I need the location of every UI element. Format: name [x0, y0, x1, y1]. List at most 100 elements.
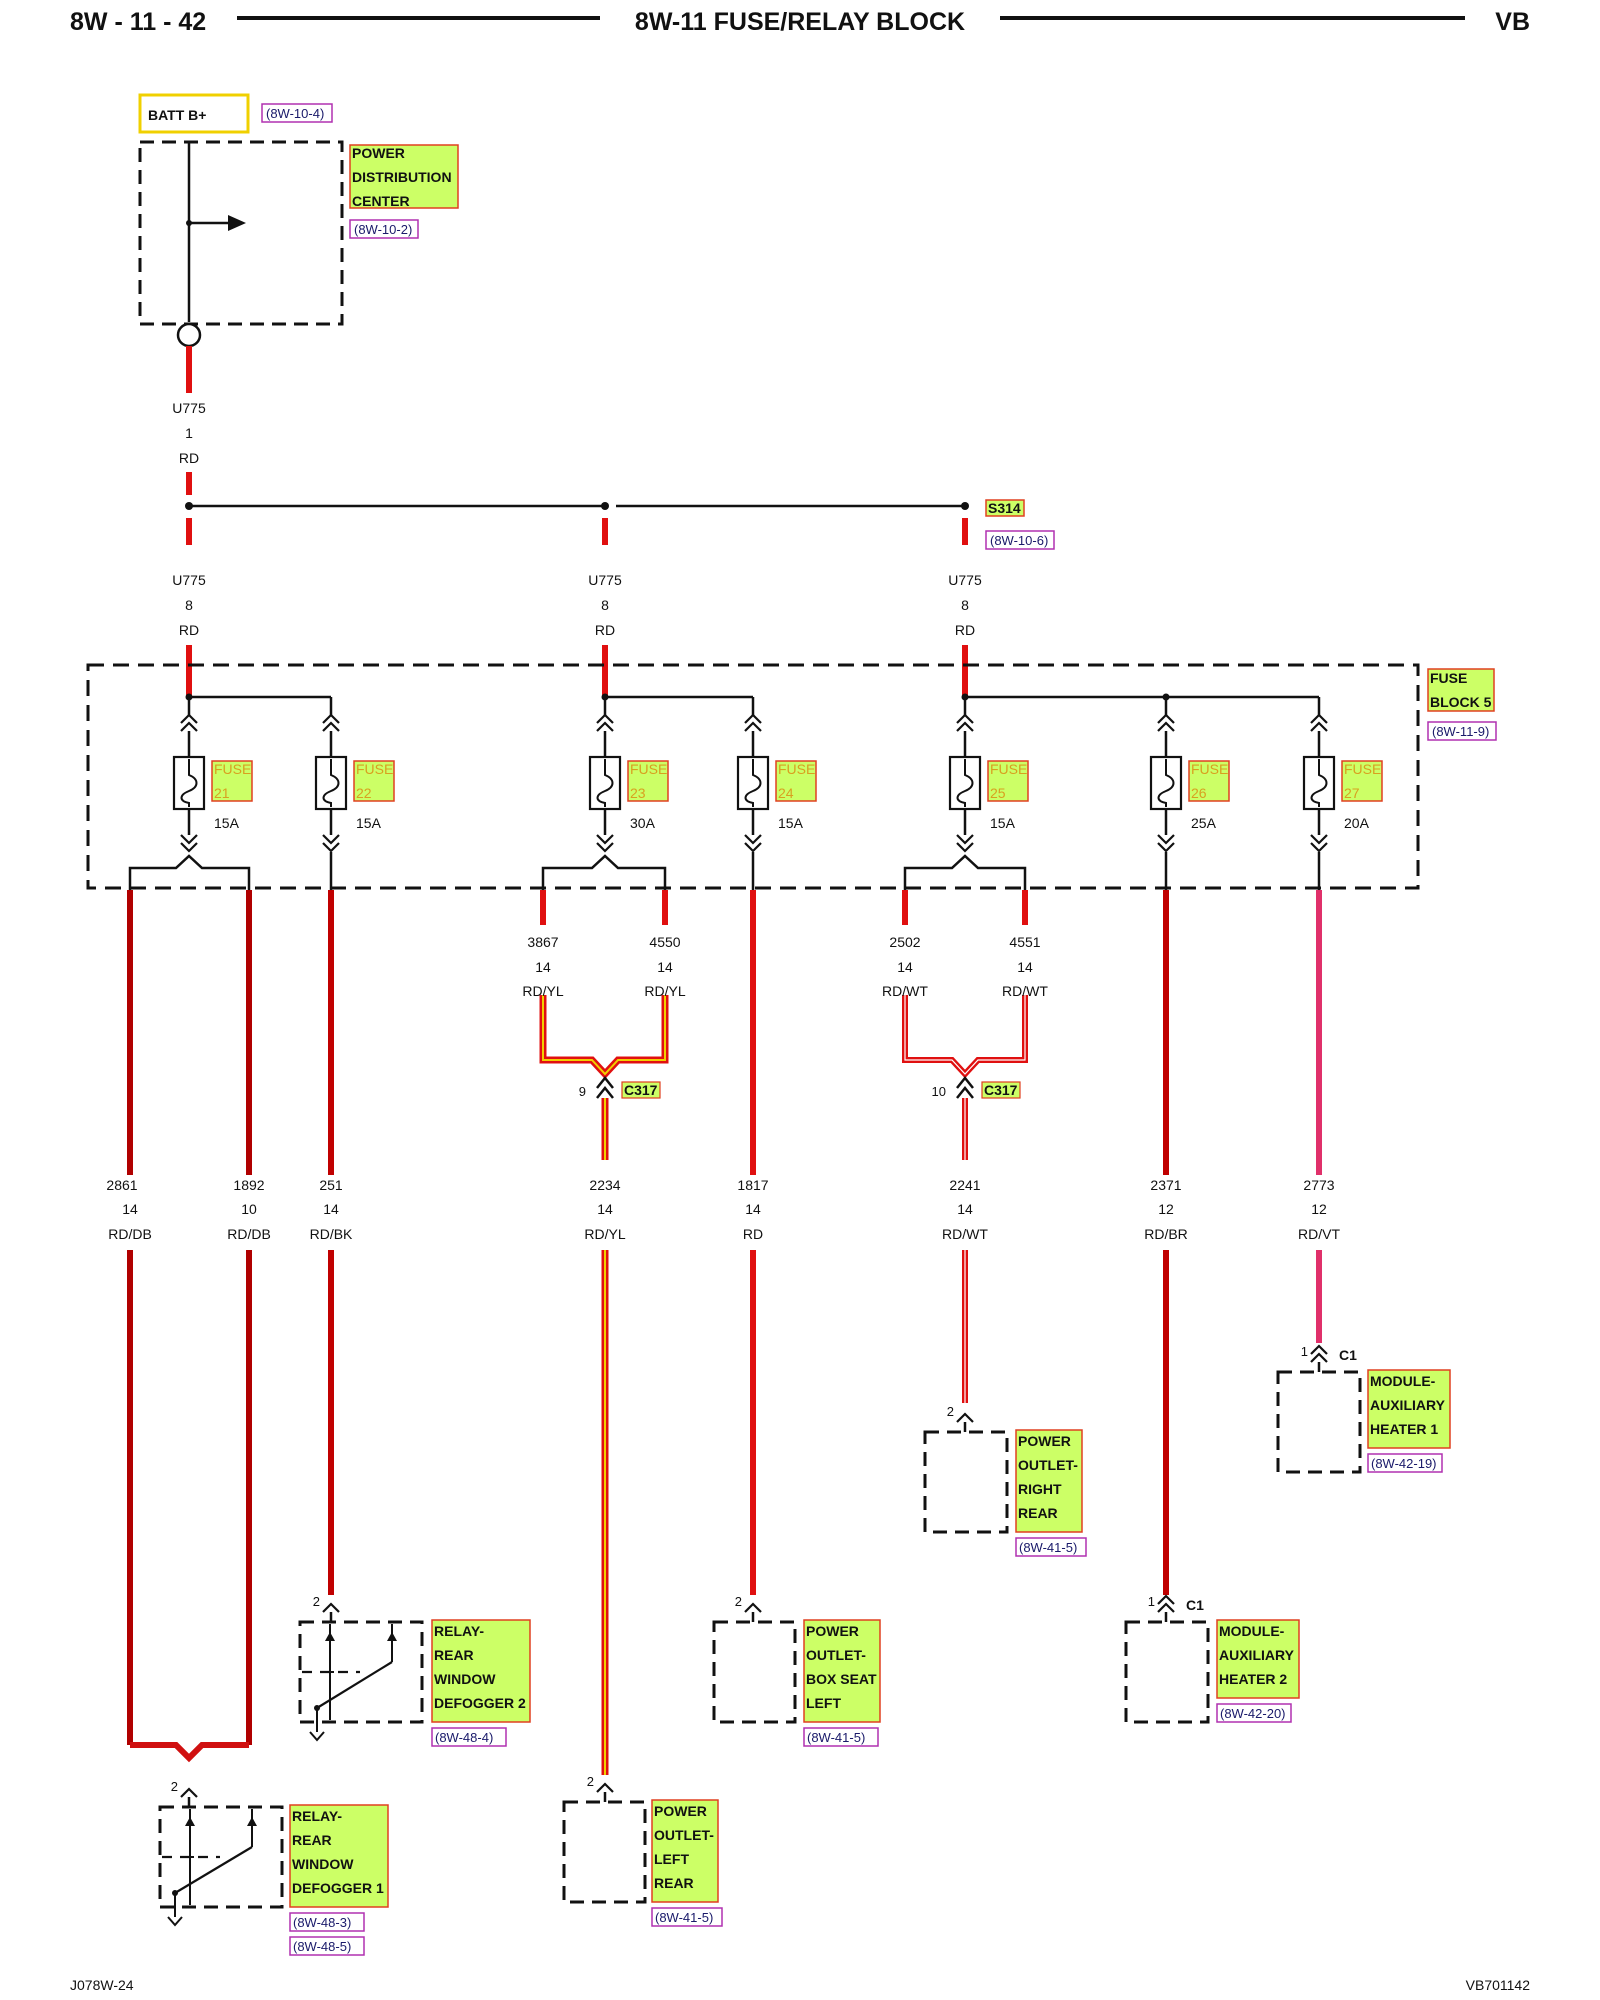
out-2-gauge: 10	[241, 1201, 257, 1217]
fuse-amperage: 25A	[1191, 815, 1217, 831]
out-4-gauge: 14	[597, 1201, 613, 1217]
fuse-number: 22	[356, 785, 372, 801]
component-label-line: REAR	[654, 1875, 694, 1891]
component-label-line: LEFT	[654, 1851, 689, 1867]
component-pin: 2	[313, 1594, 320, 1609]
component-ref: (8W-48-4)	[435, 1730, 493, 1745]
out-6-gauge: 14	[957, 1201, 973, 1217]
out-1-color: RD/DB	[108, 1226, 152, 1242]
component-label-box	[1015, 1429, 1083, 1533]
output-wire-labels: 2861 14 RD/DB 1892 10 RD/DB 251 14 RD/BK…	[106, 1177, 1340, 1242]
fuse-block-5: FUSE BLOCK 5 (8W-11-9) FUSE2115AFUSE2215…	[86, 663, 1497, 890]
c317-2-pin: 10	[932, 1084, 946, 1099]
component-ref: (8W-48-3)	[293, 1915, 351, 1930]
fuse-number: 23	[630, 785, 646, 801]
relay-switch-symbol	[162, 1809, 257, 1927]
component-label-line: OUTLET-	[654, 1827, 714, 1843]
connector-c317: 9 C317 10 C317	[579, 1075, 1021, 1099]
fuse-body	[172, 755, 206, 811]
fuse-number: 26	[1191, 785, 1207, 801]
component-ref: (8W-41-5)	[1019, 1540, 1077, 1555]
page-number: 8W - 11 - 42	[70, 8, 206, 36]
fuse-body	[1149, 755, 1183, 811]
batt-box	[138, 93, 250, 134]
feed-wires: U775 8 RD U775 8 RD U775 8 RD	[172, 572, 982, 670]
component-label-box	[431, 1619, 531, 1723]
fuse-label: FUSE	[1191, 761, 1228, 777]
fuse-number: 24	[778, 785, 794, 801]
pdc-terminal	[176, 322, 202, 348]
branch-1-circuit: 3867	[527, 934, 558, 950]
branch-3-color: RD/WT	[882, 983, 928, 999]
component-ref: (8W-41-5)	[807, 1730, 865, 1745]
fuse-amperage: 20A	[1344, 815, 1370, 831]
feed-2-color: RD	[595, 622, 615, 638]
fuse-label: FUSE	[990, 761, 1027, 777]
c317-1-pin: 9	[579, 1084, 586, 1099]
c317-1-label: C317	[624, 1082, 658, 1098]
component-label-line: REAR	[434, 1647, 474, 1663]
branch-4-gauge: 14	[1017, 959, 1033, 975]
component-pin: 2	[735, 1594, 742, 1609]
component-label-line: RELAY-	[292, 1808, 342, 1824]
component-outline	[923, 1430, 1009, 1534]
fuses: FUSE2115AFUSE2215AFUSE2330AFUSE2415AFUSE…	[172, 713, 1383, 853]
out-1-gauge: 14	[122, 1201, 138, 1217]
source-wire-circuit: U775	[172, 400, 206, 416]
component-pin: 1	[1301, 1344, 1308, 1359]
footer-right: VB701142	[1466, 1977, 1531, 1993]
feed-3-color: RD	[955, 622, 975, 638]
fuse-label: FUSE	[214, 761, 251, 777]
component-outline	[1124, 1620, 1210, 1724]
splice-label: S314	[988, 500, 1021, 516]
fuse-amperage: 15A	[778, 815, 804, 831]
c317-2-label: C317	[984, 1082, 1018, 1098]
source-wire-gauge: 1	[185, 425, 193, 441]
component-label-line: HEATER 2	[1219, 1671, 1287, 1687]
branch-2-gauge: 14	[657, 959, 673, 975]
batt-ref: (8W-10-4)	[266, 106, 324, 121]
out-8-color: RD/VT	[1298, 1226, 1340, 1242]
out-6-circuit: 2241	[949, 1177, 980, 1193]
fuse-amperage: 30A	[630, 815, 656, 831]
out-2-color: RD/DB	[227, 1226, 271, 1242]
branch-3-circuit: 2502	[889, 934, 920, 950]
component-label-line: LEFT	[806, 1695, 841, 1711]
feed-1-color: RD	[179, 622, 199, 638]
component-ref: (8W-41-5)	[655, 1910, 713, 1925]
pdc-box	[138, 140, 344, 326]
component-label-line: BOX SEAT	[806, 1671, 877, 1687]
fuse-amperage: 15A	[356, 815, 382, 831]
component-pin: 2	[171, 1779, 178, 1794]
component-pin: 2	[587, 1774, 594, 1789]
out-5-circuit: 1817	[737, 1177, 768, 1193]
footer: J078W-24 VB701142	[70, 1977, 1530, 1993]
feed-3-circuit: U775	[948, 572, 982, 588]
component-label-line: REAR	[292, 1832, 332, 1848]
component-label-line: RIGHT	[1018, 1481, 1062, 1497]
component-label-box	[289, 1804, 389, 1908]
component-label-line: WINDOW	[434, 1671, 496, 1687]
component-label-line: REAR	[1018, 1505, 1058, 1521]
feed-3-gauge: 8	[961, 597, 969, 613]
branch-1-gauge: 14	[535, 959, 551, 975]
fuse-label: FUSE	[630, 761, 667, 777]
out-1-circuit: 2861	[106, 1177, 137, 1193]
source-wire-color: RD	[179, 450, 199, 466]
fuse-amperage: 15A	[990, 815, 1016, 831]
component-label-line: POWER	[654, 1803, 707, 1819]
batt-label: BATT B+	[148, 107, 206, 123]
header: 8W - 11 - 42 8W-11 FUSE/RELAY BLOCK VB	[70, 8, 1530, 36]
component-ref: (8W-42-19)	[1371, 1456, 1437, 1471]
branch-2-circuit: 4550	[649, 934, 680, 950]
out-2-circuit: 1892	[233, 1177, 264, 1193]
